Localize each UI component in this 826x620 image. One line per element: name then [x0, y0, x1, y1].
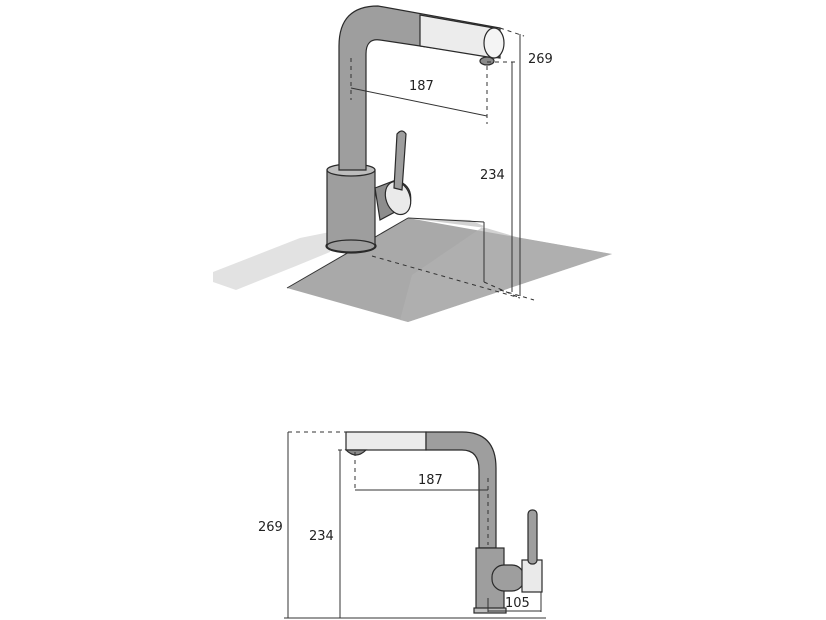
lever-handle: [374, 130, 412, 221]
total-height-label: 269: [528, 52, 553, 67]
side-spout-height-label: 234: [309, 529, 334, 544]
side-lever-stick: [527, 509, 538, 565]
dimensions-perspective: 187 234 269: [350, 27, 553, 301]
pullout-head: [419, 14, 495, 59]
side-reach-label: 187: [418, 473, 443, 488]
countertop-front-edge: [213, 232, 330, 290]
spout-tip: [479, 56, 495, 66]
reach-label: 187: [409, 79, 434, 94]
base-projection-line: [371, 255, 521, 299]
side-lever-hub: [491, 564, 525, 592]
sink-rim: [400, 218, 612, 322]
dimensions-side: 269 234 187 105: [258, 431, 546, 619]
side-pullout-head: [345, 431, 427, 451]
base-projection-line-2: [483, 281, 521, 299]
ground-level-dash: [499, 289, 535, 301]
side-nozzle: [344, 449, 368, 456]
reach-dim-line: [350, 87, 488, 117]
side-total-height-label: 269: [258, 520, 283, 535]
faucet-body: [326, 169, 376, 247]
faucet-perspective: [325, 5, 505, 254]
perspective-view: 187 234 269: [213, 5, 612, 322]
faucet-side: [344, 431, 543, 614]
side-view: 269 234 187 105: [258, 431, 546, 619]
side-lever-depth-label: 105: [505, 596, 530, 611]
height-label: 234: [480, 168, 505, 183]
sink-countertop: [213, 217, 612, 322]
sink-back-line: [407, 217, 485, 223]
side-lever-cap: [521, 559, 543, 593]
